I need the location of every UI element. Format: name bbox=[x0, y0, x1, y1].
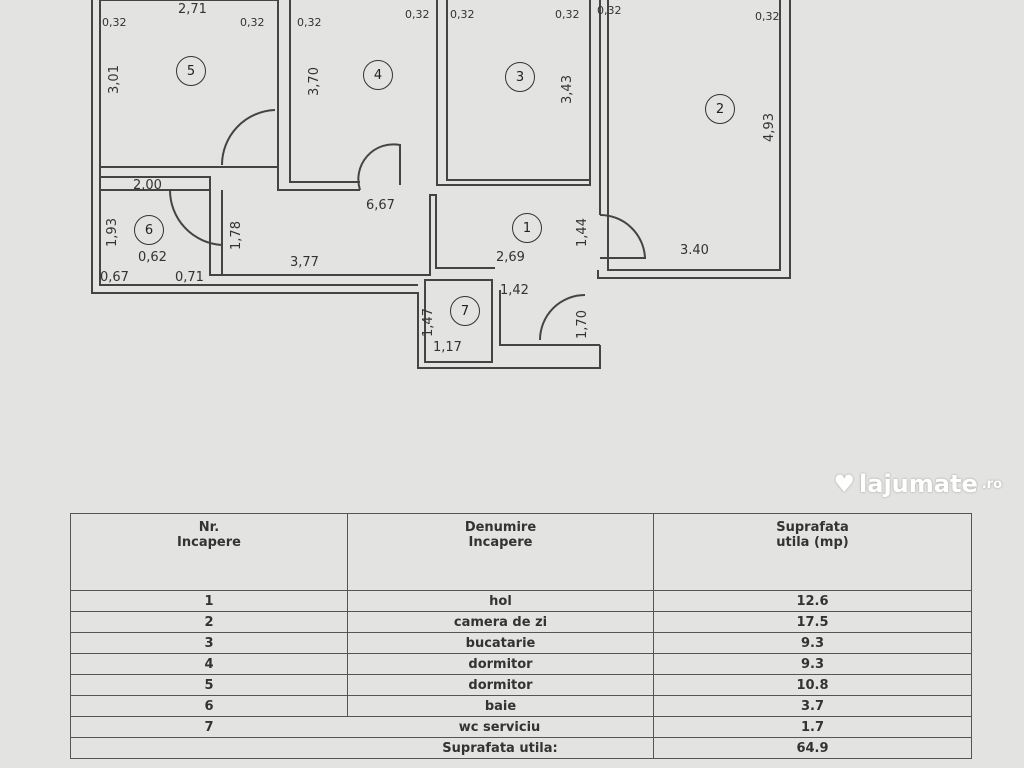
cell-nr-name: 7 wc serviciu bbox=[70, 716, 654, 738]
cell-area: 1.7 bbox=[653, 716, 972, 738]
dim-wall: 0,32 bbox=[555, 8, 580, 21]
dim-hall-b: 3,77 bbox=[290, 255, 319, 270]
dim-r1-h: 1,44 bbox=[574, 218, 590, 247]
cell-name: camera de zi bbox=[347, 611, 654, 633]
dim-r6-w: 2,00 bbox=[133, 178, 162, 193]
dim-r6-c: 0,71 bbox=[175, 270, 204, 285]
cell-nr: 3 bbox=[70, 632, 348, 654]
dim-hall-h: 1,78 bbox=[228, 221, 244, 250]
cell-area: 10.8 bbox=[653, 674, 972, 696]
dim-wall: 0,32 bbox=[755, 10, 780, 23]
dim-wall: 0,32 bbox=[450, 8, 475, 21]
cell-nr: 2 bbox=[70, 611, 348, 633]
cell-name: bucatarie bbox=[347, 632, 654, 654]
watermark-logo: ♥lajumate.ro bbox=[834, 470, 1002, 498]
dim-wall: 0,32 bbox=[597, 4, 622, 17]
cell-nr: 4 bbox=[70, 653, 348, 675]
cell-name: baie bbox=[347, 695, 654, 717]
dim-r6-a: 0,62 bbox=[138, 250, 167, 265]
dim-r7-h: 1,47 bbox=[420, 308, 436, 337]
dim-r7-w: 1,17 bbox=[433, 340, 462, 355]
floor-plan bbox=[91, 0, 791, 369]
cell-area: 3.7 bbox=[653, 695, 972, 717]
room-3-marker: 3 bbox=[505, 62, 535, 92]
dim-r1-door: 1,42 bbox=[500, 283, 529, 298]
cell-nr: 7 bbox=[204, 719, 214, 735]
cell-area: 12.6 bbox=[653, 590, 972, 612]
dim-entry: 1,70 bbox=[574, 310, 590, 339]
dim-r6-h: 1,93 bbox=[104, 218, 120, 247]
room-6-marker: 6 bbox=[134, 215, 164, 245]
cell-area: 9.3 bbox=[653, 653, 972, 675]
dim-wall: 0,32 bbox=[297, 16, 322, 29]
heart-w-icon: ♥ bbox=[833, 470, 856, 498]
total-label: Suprafata utila: bbox=[70, 737, 654, 759]
cell-nr: 6 bbox=[70, 695, 348, 717]
watermark-tld: .ro bbox=[981, 476, 1002, 492]
cell-name: wc serviciu bbox=[458, 719, 541, 735]
cell-area: 17.5 bbox=[653, 611, 972, 633]
room-5-marker: 5 bbox=[176, 56, 206, 86]
header-nr: Nr. Incapere bbox=[70, 513, 348, 591]
dim-wall: 0,32 bbox=[240, 16, 265, 29]
dim-wall: 0,32 bbox=[405, 8, 430, 21]
dim-r6-b: 0,67 bbox=[100, 270, 129, 285]
room-7-marker: 7 bbox=[450, 296, 480, 326]
dim-r5-h: 3,01 bbox=[106, 65, 122, 94]
cell-name: hol bbox=[347, 590, 654, 612]
cell-name: dormitor bbox=[347, 674, 654, 696]
room-1-marker: 1 bbox=[512, 213, 542, 243]
room-2-marker: 2 bbox=[705, 94, 735, 124]
room-4-marker: 4 bbox=[363, 60, 393, 90]
dim-r2-w: 3.40 bbox=[680, 243, 709, 258]
dim-r3-h: 3,43 bbox=[559, 75, 575, 104]
table-row: 7 wc serviciu 1.7 bbox=[70, 716, 972, 738]
dim-r4-h: 3,70 bbox=[306, 67, 322, 96]
dim-r1-w: 2,69 bbox=[496, 250, 525, 265]
cell-name: dormitor bbox=[347, 653, 654, 675]
total-value: 64.9 bbox=[653, 737, 972, 759]
table-total-row: Suprafata utila:64.9 bbox=[70, 737, 972, 759]
cell-area: 9.3 bbox=[653, 632, 972, 654]
header-area: Suprafata utila (mp) bbox=[653, 513, 972, 591]
dim-wall: 0,32 bbox=[102, 16, 127, 29]
watermark-brand: lajumate bbox=[859, 470, 978, 498]
dim-r2-h: 4,93 bbox=[761, 113, 777, 142]
dim-r5-top: 2,71 bbox=[178, 2, 207, 17]
room-area-table: Nr. Incapere Denumire Incapere Suprafata… bbox=[70, 513, 972, 759]
header-name: Denumire Incapere bbox=[347, 513, 654, 591]
dim-hall-w: 6,67 bbox=[366, 198, 395, 213]
cell-nr: 5 bbox=[70, 674, 348, 696]
cell-nr: 1 bbox=[70, 590, 348, 612]
